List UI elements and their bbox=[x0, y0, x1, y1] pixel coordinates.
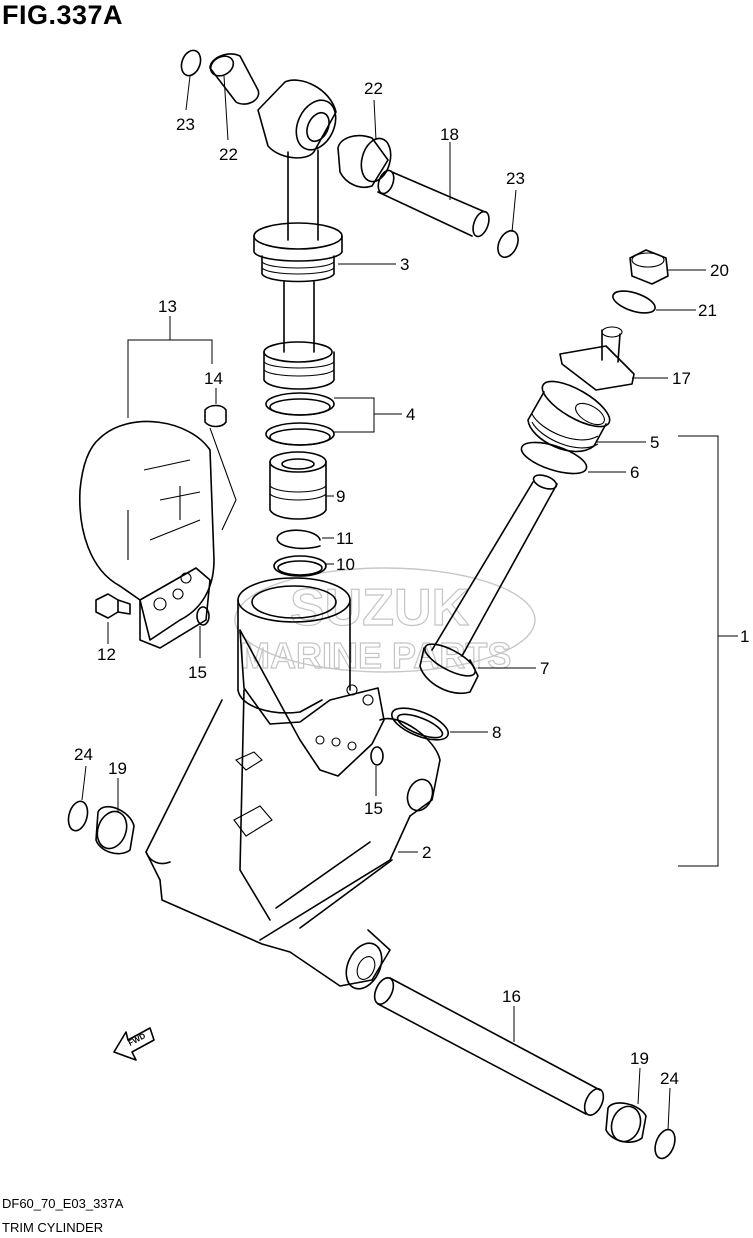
callout-1: 1 bbox=[740, 627, 749, 646]
callout-18: 18 bbox=[440, 125, 459, 144]
pin-16 bbox=[373, 977, 605, 1116]
callout-10: 10 bbox=[336, 555, 355, 574]
callout-11: 11 bbox=[336, 529, 354, 548]
fwd-arrow-icon: FWD bbox=[113, 1027, 155, 1061]
figure-caption: TRIM CYLINDER bbox=[2, 1220, 104, 1235]
callout-19-right: 19 bbox=[630, 1049, 649, 1068]
watermark-line1: SUZUK bbox=[290, 579, 470, 637]
figure-title: FIG.337A bbox=[2, 0, 124, 30]
auxiliary-cylinder bbox=[391, 249, 669, 741]
callout-7: 7 bbox=[540, 659, 549, 678]
callout-9: 9 bbox=[336, 487, 345, 506]
callout-15-left: 15 bbox=[188, 663, 207, 682]
callout-6: 6 bbox=[630, 463, 639, 482]
o-ring-15-left bbox=[196, 606, 210, 626]
callout-12: 12 bbox=[97, 645, 116, 664]
callout-15-right: 15 bbox=[364, 799, 383, 818]
callout-14: 14 bbox=[204, 369, 223, 388]
rings-10-11 bbox=[273, 529, 327, 577]
bushing-19-left bbox=[67, 800, 135, 855]
bushing-19-right bbox=[605, 1102, 676, 1160]
callout-16: 16 bbox=[502, 987, 521, 1006]
callout-17: 17 bbox=[672, 369, 691, 388]
callout-24-right: 24 bbox=[660, 1069, 679, 1088]
callout-23-right: 23 bbox=[506, 169, 525, 188]
callout-24-left: 24 bbox=[74, 745, 93, 764]
callout-8: 8 bbox=[492, 723, 501, 742]
callout-22-right: 22 bbox=[364, 79, 383, 98]
callout-13: 13 bbox=[158, 297, 177, 316]
callout-5: 5 bbox=[650, 433, 659, 452]
callout-19-left: 19 bbox=[108, 759, 127, 778]
figure-code: DF60_70_E03_337A bbox=[2, 1196, 124, 1211]
callout-21: 21 bbox=[698, 301, 717, 320]
piston bbox=[269, 451, 327, 520]
callout-22-left: 22 bbox=[219, 145, 238, 164]
watermark: SUZUK MARINE PARTS bbox=[234, 567, 536, 677]
tilt-rod-assembly bbox=[180, 49, 519, 390]
callout-2: 2 bbox=[422, 843, 431, 862]
leader-lines bbox=[81, 75, 738, 1131]
o-rings bbox=[265, 392, 335, 446]
callouts: 23 22 22 18 23 3 4 9 11 10 13 14 12 15 1… bbox=[74, 79, 749, 1088]
o-ring-15-right bbox=[370, 746, 384, 766]
watermark-line2: MARINE PARTS bbox=[240, 635, 511, 676]
callout-23-top-left: 23 bbox=[176, 115, 195, 134]
callout-4: 4 bbox=[406, 405, 415, 424]
callout-3: 3 bbox=[400, 255, 409, 274]
trim-cylinder-body bbox=[145, 577, 441, 990]
bolt-12 bbox=[95, 593, 131, 619]
callout-20: 20 bbox=[710, 261, 729, 280]
cover-13 bbox=[79, 404, 237, 649]
